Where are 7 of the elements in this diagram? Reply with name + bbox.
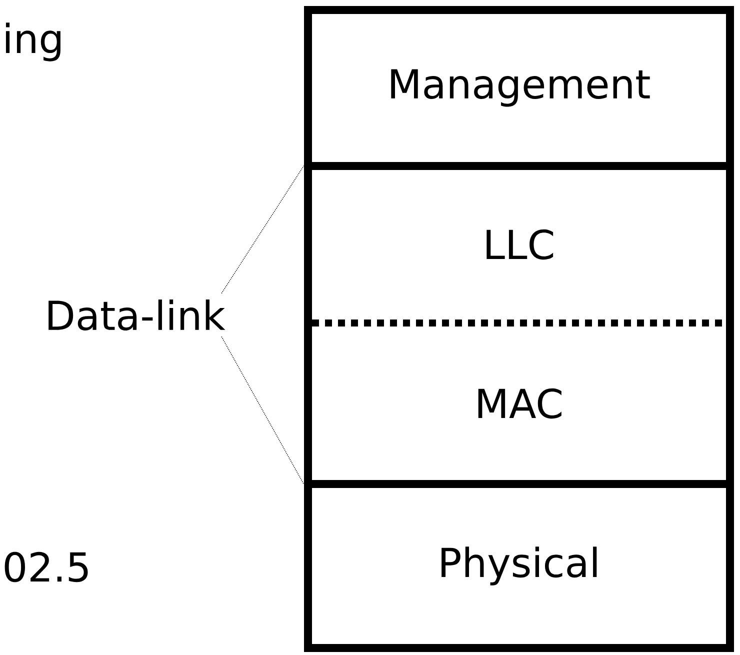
layer-label: Data-link — [48, 300, 226, 330]
label: 02.5 — [4, 552, 88, 582]
leader-line — [221, 336, 304, 485]
label: ing — [6, 22, 60, 62]
layer-box: Management — [304, 6, 734, 170]
leader-line — [221, 165, 304, 294]
layer-box: Physical — [304, 480, 734, 652]
